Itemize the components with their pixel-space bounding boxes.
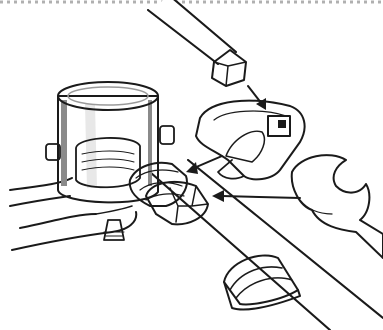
pipe [150, 160, 383, 330]
connecting-rod [148, 0, 246, 86]
socket-adapter [196, 101, 305, 180]
arrow-icon [248, 86, 266, 110]
valve-actuator-body [46, 82, 174, 240]
open-end-wrench [292, 155, 383, 258]
